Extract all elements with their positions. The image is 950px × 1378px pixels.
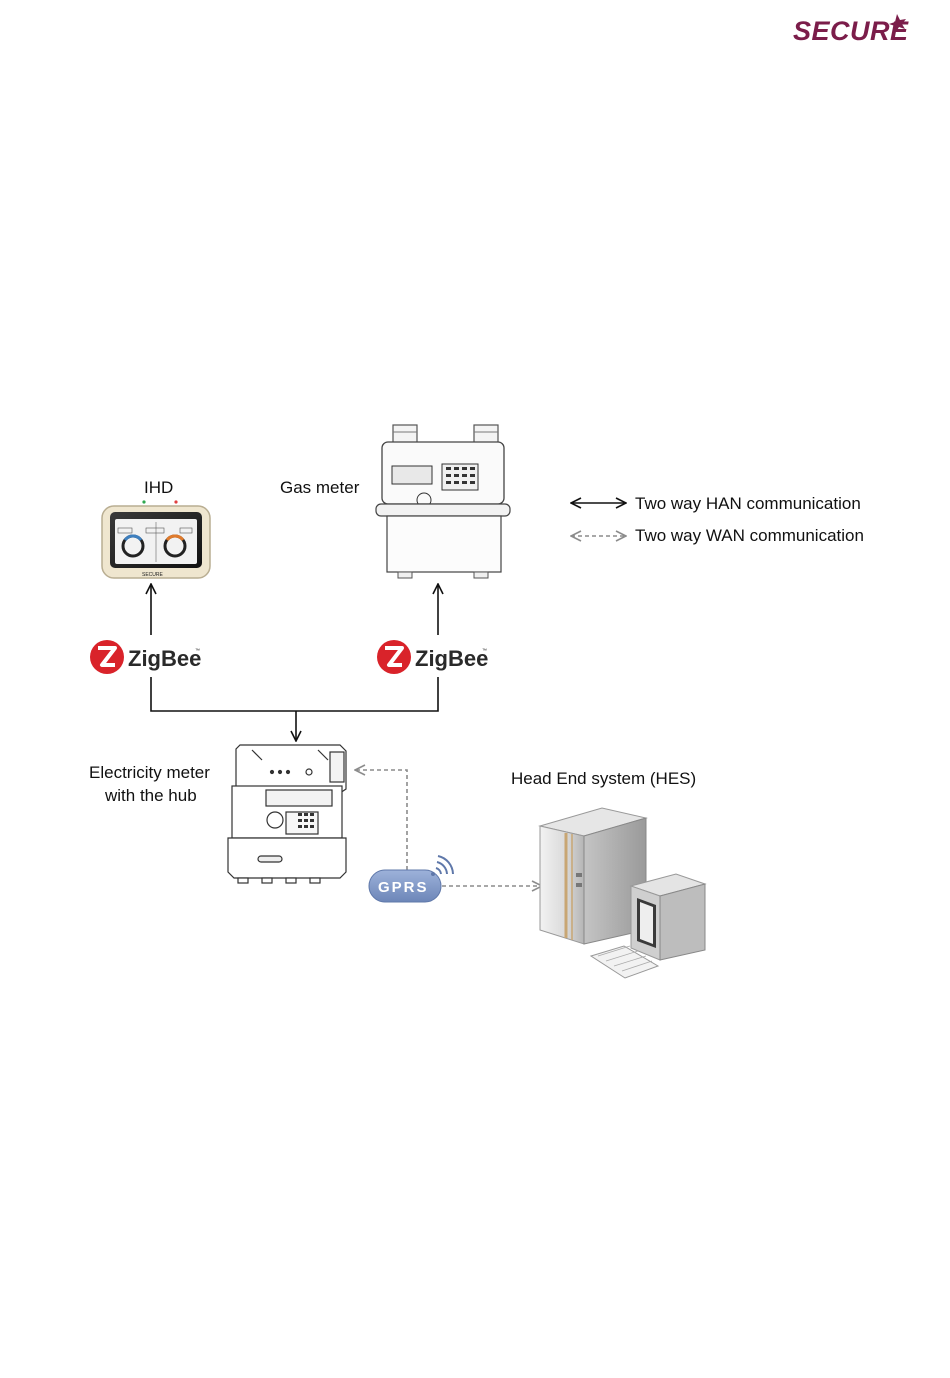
electricity-meter-device [228,745,346,883]
zigbee-left-tm: ™ [195,648,200,654]
zigbee-logo-left: ZigBee ™ [90,640,201,674]
hes-label: Head End system (HES) [511,769,696,788]
electricity-meter-label-line2: with the hub [104,786,197,805]
zigbee-logo-right: ZigBee ™ [377,640,488,674]
gprs-badge: GPRS [369,856,453,902]
zigbee-right-tm: ™ [482,648,487,654]
zigbee-right-text: ZigBee [415,646,488,671]
legend: Two way HAN communication Two way WAN co… [571,494,864,545]
wan-arrow-to-hub [355,770,407,870]
secure-logo-text: SECURE [793,16,909,46]
electricity-meter-label-line1: Electricity meter [89,763,210,782]
ihd-device-brand: SECURE [142,572,164,578]
zigbee-left-text: ZigBee [128,646,201,671]
gas-meter-device [376,425,510,578]
hes-server-icon [540,808,705,978]
han-bus-line [151,677,438,711]
gas-meter-label: Gas meter [280,478,360,497]
signal-icon [431,856,453,876]
ihd-label: IHD [144,478,173,497]
legend-han-label: Two way HAN communication [635,494,861,513]
legend-wan-label: Two way WAN communication [635,526,864,545]
gprs-text: GPRS [378,879,429,896]
secure-logo: SECURE [793,14,909,46]
ihd-device: SECURE [102,500,210,578]
